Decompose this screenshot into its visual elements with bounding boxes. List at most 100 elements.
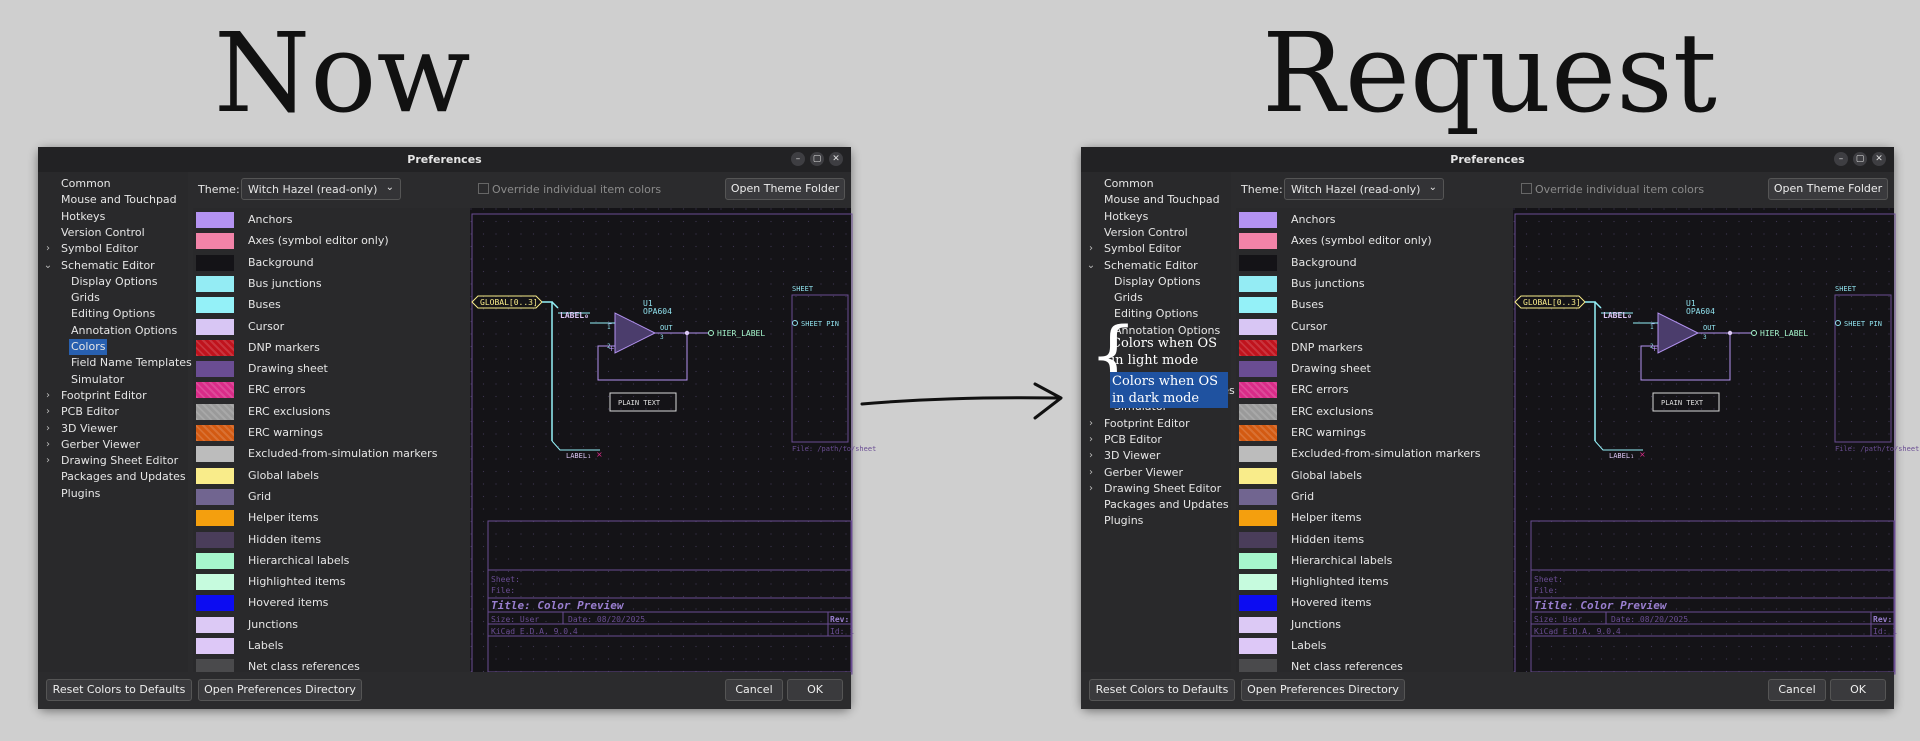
color-swatch[interactable] bbox=[196, 446, 234, 463]
color-row[interactable]: ERC warnings bbox=[193, 424, 470, 442]
chevron-right-icon[interactable]: › bbox=[1089, 243, 1093, 255]
color-row[interactable]: Buses bbox=[193, 296, 470, 314]
ok-button[interactable]: OK bbox=[1830, 679, 1886, 701]
color-row[interactable]: Anchors bbox=[193, 211, 470, 229]
color-swatch[interactable] bbox=[196, 382, 234, 399]
color-row[interactable]: ERC errors bbox=[1236, 381, 1513, 399]
color-row[interactable]: Hidden items bbox=[1236, 531, 1513, 549]
color-row[interactable]: Global labels bbox=[1236, 467, 1513, 485]
color-row[interactable]: Background bbox=[193, 254, 470, 272]
color-swatch[interactable] bbox=[196, 339, 234, 356]
color-row[interactable]: Hovered items bbox=[193, 594, 470, 612]
close-icon[interactable]: ✕ bbox=[1872, 152, 1886, 166]
color-swatch[interactable] bbox=[1239, 616, 1277, 633]
color-swatch[interactable] bbox=[1239, 510, 1277, 527]
chevron-right-icon[interactable]: › bbox=[1089, 466, 1093, 478]
color-swatch[interactable] bbox=[1239, 638, 1277, 654]
color-swatch[interactable] bbox=[196, 488, 234, 505]
chevron-right-icon[interactable]: › bbox=[1089, 417, 1093, 429]
color-swatch[interactable] bbox=[1239, 339, 1277, 356]
color-row[interactable]: Junctions bbox=[193, 616, 470, 634]
minimize-icon[interactable]: – bbox=[791, 152, 805, 166]
color-swatch[interactable] bbox=[1239, 552, 1277, 569]
cancel-button[interactable]: Cancel bbox=[725, 679, 783, 701]
color-swatch[interactable] bbox=[196, 297, 234, 314]
color-row[interactable]: Anchors bbox=[1236, 211, 1513, 229]
color-row[interactable]: Axes (symbol editor only) bbox=[1236, 232, 1513, 250]
chevron-right-icon[interactable]: › bbox=[46, 243, 50, 255]
color-swatch[interactable] bbox=[1239, 361, 1277, 378]
open-preferences-directory-button[interactable]: Open Preferences Directory bbox=[198, 679, 362, 701]
color-row[interactable]: Highlighted items bbox=[193, 573, 470, 591]
color-swatch[interactable] bbox=[1239, 446, 1277, 463]
color-row[interactable]: DNP markers bbox=[1236, 339, 1513, 357]
color-swatch[interactable] bbox=[196, 403, 234, 420]
color-swatch[interactable] bbox=[196, 233, 234, 250]
color-swatch[interactable] bbox=[1239, 531, 1277, 548]
ok-button[interactable]: OK bbox=[787, 679, 843, 701]
color-swatch[interactable] bbox=[196, 552, 234, 569]
color-row[interactable]: Net class references bbox=[1236, 658, 1513, 676]
cancel-button[interactable]: Cancel bbox=[1768, 679, 1826, 701]
color-row[interactable]: Excluded-from-simulation markers bbox=[1236, 445, 1513, 463]
chevron-right-icon[interactable]: › bbox=[1089, 433, 1093, 445]
chevron-right-icon[interactable]: › bbox=[46, 422, 50, 434]
color-row[interactable]: Buses bbox=[1236, 296, 1513, 314]
color-row[interactable]: Axes (symbol editor only) bbox=[193, 232, 470, 250]
override-colors-checkbox[interactable]: Override individual item colors bbox=[478, 183, 661, 196]
minimize-icon[interactable]: – bbox=[1834, 152, 1848, 166]
color-row[interactable]: Excluded-from-simulation markers bbox=[193, 445, 470, 463]
color-swatch[interactable] bbox=[1239, 659, 1277, 676]
color-swatch[interactable] bbox=[1239, 425, 1277, 441]
chevron-right-icon[interactable]: › bbox=[46, 438, 50, 450]
maximize-icon[interactable]: ▢ bbox=[1853, 152, 1867, 166]
color-row[interactable]: Grid bbox=[1236, 488, 1513, 506]
color-swatch[interactable] bbox=[196, 510, 234, 527]
color-swatch[interactable] bbox=[1239, 318, 1277, 335]
color-row[interactable]: ERC warnings bbox=[1236, 424, 1513, 442]
theme-select[interactable]: Witch Hazel (read-only)⌄ bbox=[1284, 178, 1444, 200]
open-theme-folder-button[interactable]: Open Theme Folder bbox=[725, 178, 845, 200]
color-swatch[interactable] bbox=[196, 467, 234, 484]
color-swatch[interactable] bbox=[196, 638, 234, 654]
chevron-right-icon[interactable]: › bbox=[46, 455, 50, 467]
color-row[interactable]: Highlighted items bbox=[1236, 573, 1513, 591]
checkbox-icon[interactable] bbox=[1521, 183, 1532, 194]
color-swatch[interactable] bbox=[196, 361, 234, 378]
open-preferences-directory-button[interactable]: Open Preferences Directory bbox=[1241, 679, 1405, 701]
color-row[interactable]: Labels bbox=[193, 637, 470, 655]
color-row[interactable]: Cursor bbox=[193, 318, 470, 336]
color-row[interactable]: Junctions bbox=[1236, 616, 1513, 634]
color-row[interactable]: Background bbox=[1236, 254, 1513, 272]
chevron-down-icon[interactable]: ⌄ bbox=[1086, 259, 1096, 271]
maximize-icon[interactable]: ▢ bbox=[810, 152, 824, 166]
color-swatch[interactable] bbox=[196, 425, 234, 441]
color-row[interactable]: Hierarchical labels bbox=[193, 552, 470, 570]
color-swatch[interactable] bbox=[1239, 574, 1277, 591]
color-swatch[interactable] bbox=[1239, 297, 1277, 314]
color-swatch[interactable] bbox=[1239, 275, 1277, 292]
color-swatch[interactable] bbox=[196, 275, 234, 292]
reset-colors-button[interactable]: Reset Colors to Defaults bbox=[46, 679, 192, 701]
color-swatch[interactable] bbox=[1239, 382, 1277, 399]
color-swatch[interactable] bbox=[196, 212, 234, 228]
chevron-down-icon[interactable]: ⌄ bbox=[43, 259, 53, 271]
color-row[interactable]: Grid bbox=[193, 488, 470, 506]
color-swatch[interactable] bbox=[196, 595, 234, 612]
chevron-right-icon[interactable]: › bbox=[46, 406, 50, 418]
color-swatch[interactable] bbox=[196, 574, 234, 591]
chevron-right-icon[interactable]: › bbox=[1089, 450, 1093, 462]
color-row[interactable]: Net class references bbox=[193, 658, 470, 676]
color-row[interactable]: Drawing sheet bbox=[193, 360, 470, 378]
color-swatch[interactable] bbox=[1239, 488, 1277, 505]
color-row[interactable]: Hovered items bbox=[1236, 594, 1513, 612]
close-icon[interactable]: ✕ bbox=[829, 152, 843, 166]
reset-colors-button[interactable]: Reset Colors to Defaults bbox=[1089, 679, 1235, 701]
color-row[interactable]: ERC exclusions bbox=[1236, 403, 1513, 421]
color-row[interactable]: DNP markers bbox=[193, 339, 470, 357]
color-swatch[interactable] bbox=[1239, 233, 1277, 250]
color-swatch[interactable] bbox=[196, 616, 234, 633]
color-row[interactable]: Labels bbox=[1236, 637, 1513, 655]
checkbox-icon[interactable] bbox=[478, 183, 489, 194]
color-swatch[interactable] bbox=[1239, 467, 1277, 484]
